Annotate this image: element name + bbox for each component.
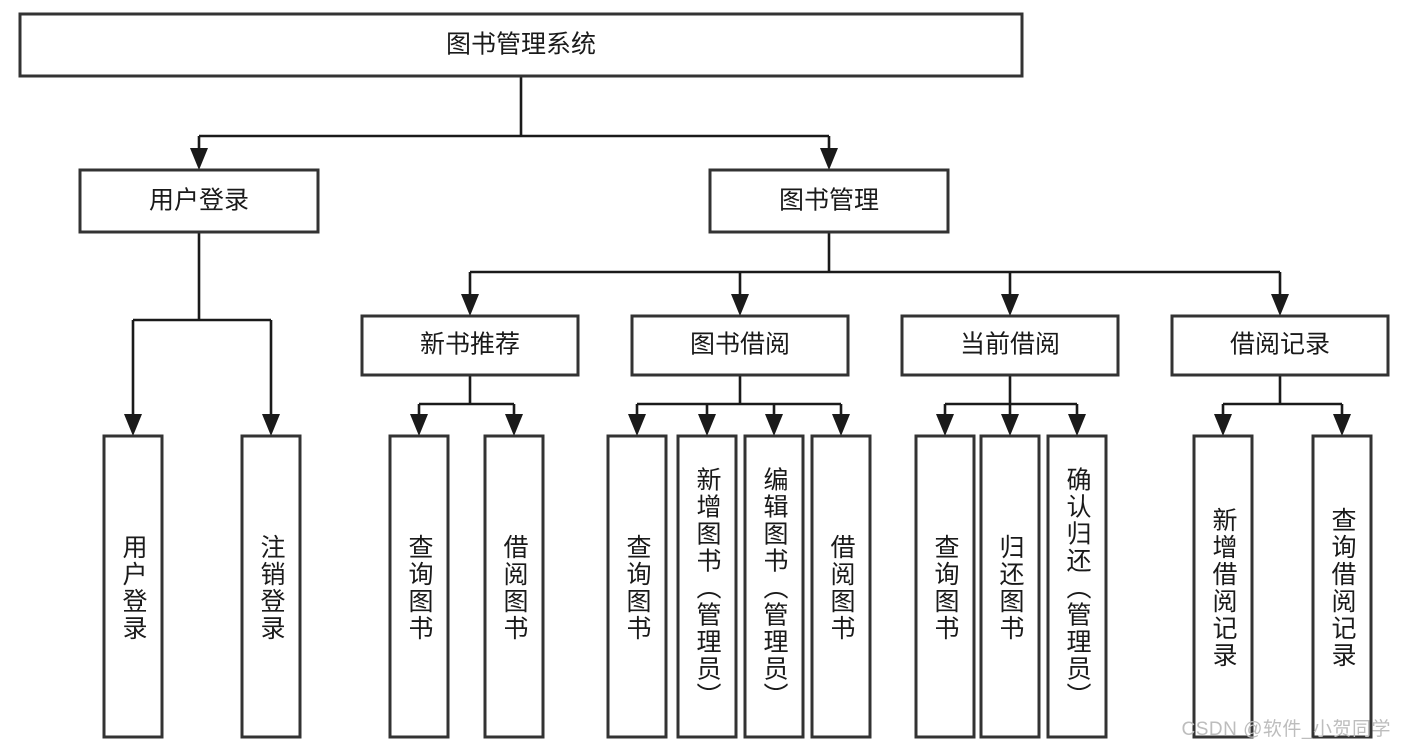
leaf-new-book-borrow[interactable]: 借阅图书	[483, 434, 545, 739]
node-book-borrow-box	[630, 314, 850, 377]
leaf-book-borrow-add[interactable]: 新增图书（管理员）	[676, 434, 738, 739]
arrow-to-borrow-records-icon	[1271, 294, 1289, 316]
arrow-to-new-book-icon	[461, 294, 479, 316]
node-new-book-recommend[interactable]: 新书推荐	[360, 314, 580, 377]
leaf-borrow-records-query-label: 查询借阅记录	[1328, 507, 1357, 669]
arrow-currentborrow-leaf-3-icon	[1068, 414, 1086, 436]
leaf-book-borrow-edit-box	[743, 434, 805, 739]
node-book-borrow[interactable]: 图书借阅	[630, 314, 850, 377]
leaf-borrow-records-add-label: 新增借阅记录	[1209, 507, 1238, 669]
leaf-book-borrow-borrow[interactable]: 借阅图书	[810, 434, 872, 739]
arrow-to-current-borrow-icon	[1001, 294, 1019, 316]
leaf-book-borrow-edit[interactable]: 编辑图书（管理员）	[743, 434, 805, 739]
leaf-new-book-query-box	[388, 434, 450, 739]
leaf-user-login-logout[interactable]: 注销登录	[240, 434, 302, 739]
leaf-current-borrow-confirm-box	[1046, 434, 1108, 739]
leaf-book-borrow-query[interactable]: 查询图书	[606, 434, 668, 739]
leaf-user-login-login[interactable]: 用户登录	[102, 434, 164, 739]
node-new-book-recommend-label: 新书推荐	[420, 331, 520, 359]
leaf-current-borrow-confirm[interactable]: 确认归还（管理员）	[1046, 434, 1108, 739]
leaf-borrow-records-add[interactable]: 新增借阅记录	[1192, 434, 1254, 739]
leaf-book-borrow-borrow-box	[810, 434, 872, 739]
node-root-system-label: 图书管理系统	[446, 31, 596, 59]
arrow-to-user-login-leaf-icon	[124, 414, 142, 436]
arrow-to-book-manage-icon	[820, 148, 838, 170]
node-new-book-recommend-box	[360, 314, 580, 377]
leaf-current-borrow-query-label: 查询图书	[931, 534, 960, 642]
leaf-current-borrow-return-box	[979, 434, 1041, 739]
node-book-borrow-label: 图书借阅	[690, 331, 790, 359]
leaf-book-borrow-add-label: 新增图书（管理员）	[693, 467, 722, 710]
leaf-current-borrow-confirm-label: 确认归还（管理员）	[1063, 467, 1092, 710]
leaf-borrow-records-query-box	[1311, 434, 1373, 739]
node-root-system-box	[18, 12, 1024, 78]
node-book-management-box	[708, 168, 950, 234]
node-borrow-records-box	[1170, 314, 1390, 377]
leaf-user-login-logout-box	[240, 434, 302, 739]
leaf-borrow-records-add-box	[1192, 434, 1254, 739]
leaf-current-borrow-return[interactable]: 归还图书	[979, 434, 1041, 739]
node-user-login-label: 用户登录	[149, 187, 249, 215]
arrow-to-logout-leaf-icon	[262, 414, 280, 436]
node-user-login-box	[78, 168, 320, 234]
leaf-new-book-borrow-label: 借阅图书	[500, 534, 529, 642]
leaf-book-borrow-borrow-label: 借阅图书	[827, 534, 856, 642]
leaf-book-borrow-add-box	[676, 434, 738, 739]
leaf-current-borrow-return-label: 归还图书	[996, 534, 1025, 642]
arrow-borrowrecords-leaf-2-icon	[1333, 414, 1351, 436]
leaf-new-book-query-label: 查询图书	[405, 534, 434, 642]
leaf-book-borrow-edit-label: 编辑图书（管理员）	[760, 467, 789, 710]
node-root-system[interactable]: 图书管理系统	[18, 12, 1024, 78]
leaf-new-book-query[interactable]: 查询图书	[388, 434, 450, 739]
leaf-book-borrow-query-box	[606, 434, 668, 739]
node-current-borrow-label: 当前借阅	[960, 331, 1060, 359]
arrow-currentborrow-leaf-1-icon	[936, 414, 954, 436]
node-borrow-records-label: 借阅记录	[1230, 331, 1330, 359]
arrow-newbook-leaf-2-icon	[505, 414, 523, 436]
node-book-management[interactable]: 图书管理	[708, 168, 950, 234]
arrow-currentborrow-leaf-2-icon	[1001, 414, 1019, 436]
leaf-new-book-borrow-box	[483, 434, 545, 739]
node-user-login[interactable]: 用户登录	[78, 168, 320, 234]
arrow-bookborrow-leaf-1-icon	[628, 414, 646, 436]
node-current-borrow[interactable]: 当前借阅	[900, 314, 1120, 377]
edges-group	[124, 76, 1351, 436]
arrow-bookborrow-leaf-2-icon	[698, 414, 716, 436]
arrow-to-user-login-icon	[190, 148, 208, 170]
arrow-borrowrecords-leaf-1-icon	[1214, 414, 1232, 436]
leaf-user-login-login-box	[102, 434, 164, 739]
node-current-borrow-box	[900, 314, 1120, 377]
leaf-current-borrow-query[interactable]: 查询图书	[914, 434, 976, 739]
leaf-user-login-logout-label: 注销登录	[257, 534, 286, 642]
arrow-newbook-leaf-1-icon	[410, 414, 428, 436]
leaf-user-login-login-label: 用户登录	[119, 534, 148, 642]
leaf-book-borrow-query-label: 查询图书	[623, 534, 652, 642]
node-book-management-label: 图书管理	[779, 187, 879, 215]
arrow-bookborrow-leaf-3-icon	[765, 414, 783, 436]
arrow-to-book-borrow-icon	[731, 294, 749, 316]
node-borrow-records[interactable]: 借阅记录	[1170, 314, 1390, 377]
leaf-borrow-records-query[interactable]: 查询借阅记录	[1311, 434, 1373, 739]
leaf-current-borrow-query-box	[914, 434, 976, 739]
arrow-bookborrow-leaf-4-icon	[832, 414, 850, 436]
